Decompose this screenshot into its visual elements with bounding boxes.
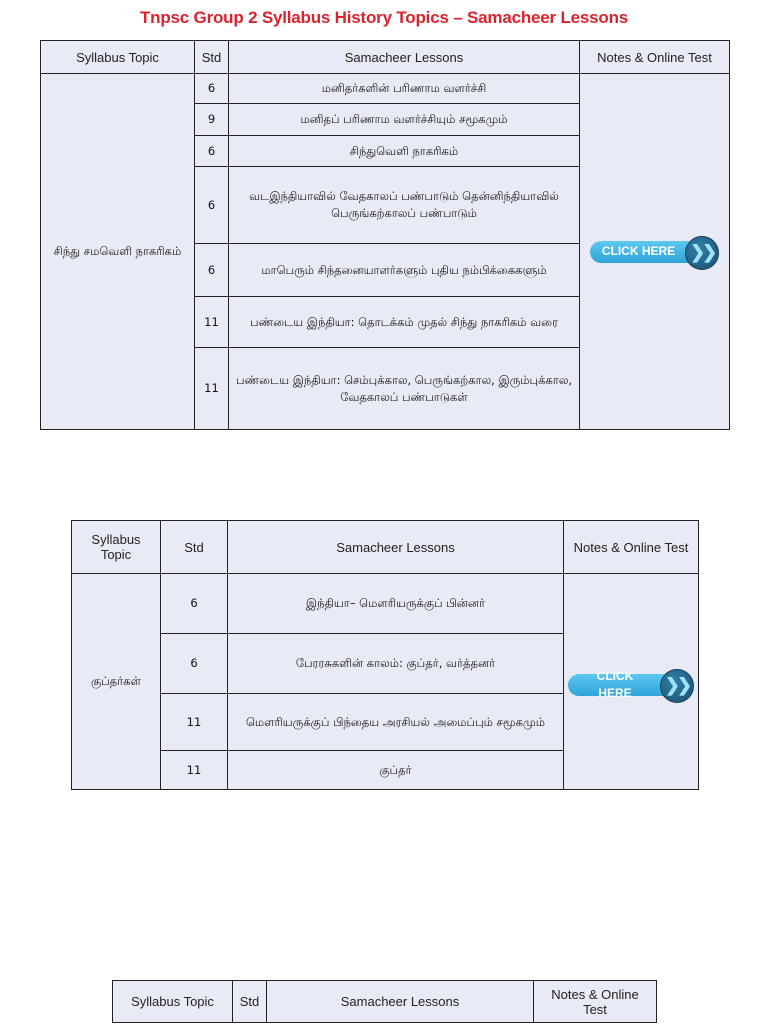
lesson-cell: பேரரசுகளின் காலம்: குப்தர், வர்த்தனர்	[227, 633, 564, 694]
table-row: 6 பேரரசுகளின் காலம்: குப்தர், வர்த்தனர்	[72, 633, 699, 694]
table-row: 11 மௌரியருக்குப் பிந்தைய அரசியல் அமைப்பு…	[72, 693, 699, 751]
header-samacheer-lessons: Samacheer Lessons	[227, 520, 564, 574]
double-chevron-right-icon: ❯❯	[685, 235, 720, 270]
table-header-row: Syllabus Topic Std Samacheer Lessons Not…	[71, 520, 699, 574]
lesson-cell: மனிதர்களின் பரிணாம வளர்ச்சி	[228, 73, 580, 104]
syllabus-table-guptas: Syllabus Topic Std Samacheer Lessons Not…	[71, 520, 699, 790]
table-row: 11 குப்தர்	[72, 750, 699, 790]
header-syllabus-topic: Syllabus Topic	[40, 40, 195, 74]
notes-cell: CLICK HERE ❯❯	[563, 573, 699, 790]
std-cell: 6	[194, 243, 229, 297]
lesson-cell: மௌரியருக்குப் பிந்தைய அரசியல் அமைப்பும் …	[227, 693, 564, 751]
syllabus-topic-cell: குப்தர்கள்	[71, 573, 161, 790]
lesson-cell: மனிதப் பரிணாம வளர்ச்சியும் சமூகமும்	[228, 103, 580, 136]
lesson-cell: வடஇந்தியாவில் வேதகாலப் பண்பாடும் தென்னிந…	[228, 166, 580, 244]
table-row: 11 பண்டைய இந்தியா: செம்புக்கால, பெருங்கற…	[41, 347, 730, 430]
lesson-cell: குப்தர்	[227, 750, 564, 790]
notes-cell: CLICK HERE ❯❯	[579, 73, 730, 430]
lesson-cell: இந்தியா– மௌரியருக்குப் பின்னர்	[227, 573, 564, 634]
header-syllabus-topic: Syllabus Topic	[71, 520, 161, 574]
std-cell: 6	[194, 166, 229, 244]
header-syllabus-topic: Syllabus Topic	[112, 980, 233, 1023]
double-chevron-right-icon: ❯❯	[660, 668, 694, 703]
header-notes-online-test: Notes & Online Test	[533, 980, 657, 1023]
std-cell: 9	[194, 103, 229, 136]
click-here-button[interactable]: CLICK HERE ❯❯	[568, 668, 694, 703]
lesson-cell: சிந்துவெளி நாகரிகம்	[228, 135, 580, 167]
table-row: 6 வடஇந்தியாவில் வேதகாலப் பண்பாடும் தென்ன…	[41, 166, 730, 244]
syllabus-table-indus: Syllabus Topic Std Samacheer Lessons Not…	[40, 40, 730, 430]
std-cell: 11	[160, 750, 228, 790]
table-header-row: Syllabus Topic Std Samacheer Lessons Not…	[40, 40, 730, 74]
std-cell: 6	[160, 573, 228, 634]
lesson-cell: பண்டைய இந்தியா: தொடக்கம் முதல் சிந்து நா…	[228, 296, 580, 348]
syllabus-table-third: Syllabus Topic Std Samacheer Lessons Not…	[112, 980, 657, 1023]
std-cell: 11	[160, 693, 228, 751]
std-cell: 6	[194, 135, 229, 167]
std-cell: 6	[194, 73, 229, 104]
std-cell: 11	[194, 296, 229, 348]
table-row: சிந்து சமவெளி நாகரிகம் 6 மனிதர்களின் பரி…	[40, 73, 730, 430]
click-here-label: CLICK HERE	[601, 244, 676, 258]
header-notes-online-test: Notes & Online Test	[579, 40, 730, 74]
syllabus-topic-cell: சிந்து சமவெளி நாகரிகம்	[40, 73, 195, 430]
lesson-cell: மாபெரும் சிந்தனையாளர்களும் புதிய நம்பிக்…	[228, 243, 580, 297]
std-cell: 6	[160, 633, 228, 694]
page-title: Tnpsc Group 2 Syllabus History Topics – …	[139, 8, 629, 27]
header-std: Std	[160, 520, 228, 574]
header-samacheer-lessons: Samacheer Lessons	[266, 980, 534, 1023]
lesson-cell: பண்டைய இந்தியா: செம்புக்கால, பெருங்கற்கா…	[228, 347, 580, 430]
header-notes-online-test: Notes & Online Test	[563, 520, 699, 574]
table-row: குப்தர்கள் 6 இந்தியா– மௌரியருக்குப் பின்…	[71, 573, 699, 790]
table-header-row: Syllabus Topic Std Samacheer Lessons Not…	[112, 980, 657, 1023]
table-row: 6 சிந்துவெளி நாகரிகம்	[41, 135, 730, 167]
table-row: 11 பண்டைய இந்தியா: தொடக்கம் முதல் சிந்து…	[41, 296, 730, 348]
click-here-label: CLICK HERE	[596, 668, 634, 700]
std-cell: 11	[194, 347, 229, 430]
header-std: Std	[232, 980, 267, 1023]
table-row: 9 மனிதப் பரிணாம வளர்ச்சியும் சமூகமும்	[41, 103, 730, 136]
header-samacheer-lessons: Samacheer Lessons	[228, 40, 580, 74]
header-std: Std	[194, 40, 229, 74]
click-here-button[interactable]: CLICK HERE ❯❯	[589, 235, 720, 270]
